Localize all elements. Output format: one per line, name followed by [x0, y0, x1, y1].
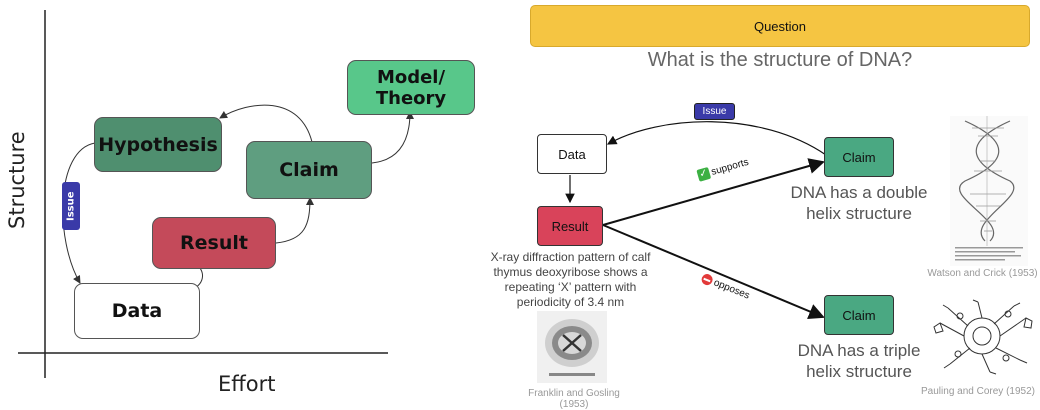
result-node-left: Result: [152, 217, 276, 269]
claim2-caption: Pauling and Corey (1952): [921, 386, 1035, 397]
triple-helix-image: [930, 298, 1038, 378]
question-banner: Question: [530, 5, 1030, 47]
result-node-right: Result: [537, 206, 603, 246]
claim2-text: DNA has a triple helix structure: [797, 341, 921, 381]
issue-badge-right: Issue: [694, 103, 735, 120]
double-helix-image: [950, 116, 1028, 266]
arrow-supports: [602, 158, 825, 226]
data-node-right: Data: [537, 134, 607, 174]
arrow-claim-to-model: [371, 111, 414, 164]
arrow-result-to-claim: [275, 197, 314, 244]
claim2-node: Claim: [824, 295, 894, 335]
result-caption: Franklin and Gosling (1953): [528, 388, 620, 410]
claim1-caption: Watson and Crick (1953): [927, 268, 1038, 279]
claim1-text: DNA has a double helix structure: [790, 183, 928, 223]
xray-diffraction-image: [537, 311, 607, 383]
arrow-claim1-to-data: [606, 121, 827, 156]
y-axis-label: Structure: [5, 131, 29, 229]
result-description: X-ray diffraction pattern of calf thymus…: [490, 250, 651, 309]
arrow-claim-to-hypothesis: [219, 104, 313, 143]
model-theory-node: Model/ Theory: [347, 60, 475, 115]
claim1-node: Claim: [824, 137, 894, 177]
hypothesis-node: Hypothesis: [94, 117, 222, 172]
data-node-left: Data: [74, 283, 200, 339]
issue-badge-left: Issue: [62, 182, 80, 230]
arrow-opposes: [602, 224, 825, 319]
claim-node-left: Claim: [246, 141, 372, 199]
x-axis-label: Effort: [218, 372, 276, 396]
question-text: What is the structure of DNA?: [647, 49, 913, 71]
